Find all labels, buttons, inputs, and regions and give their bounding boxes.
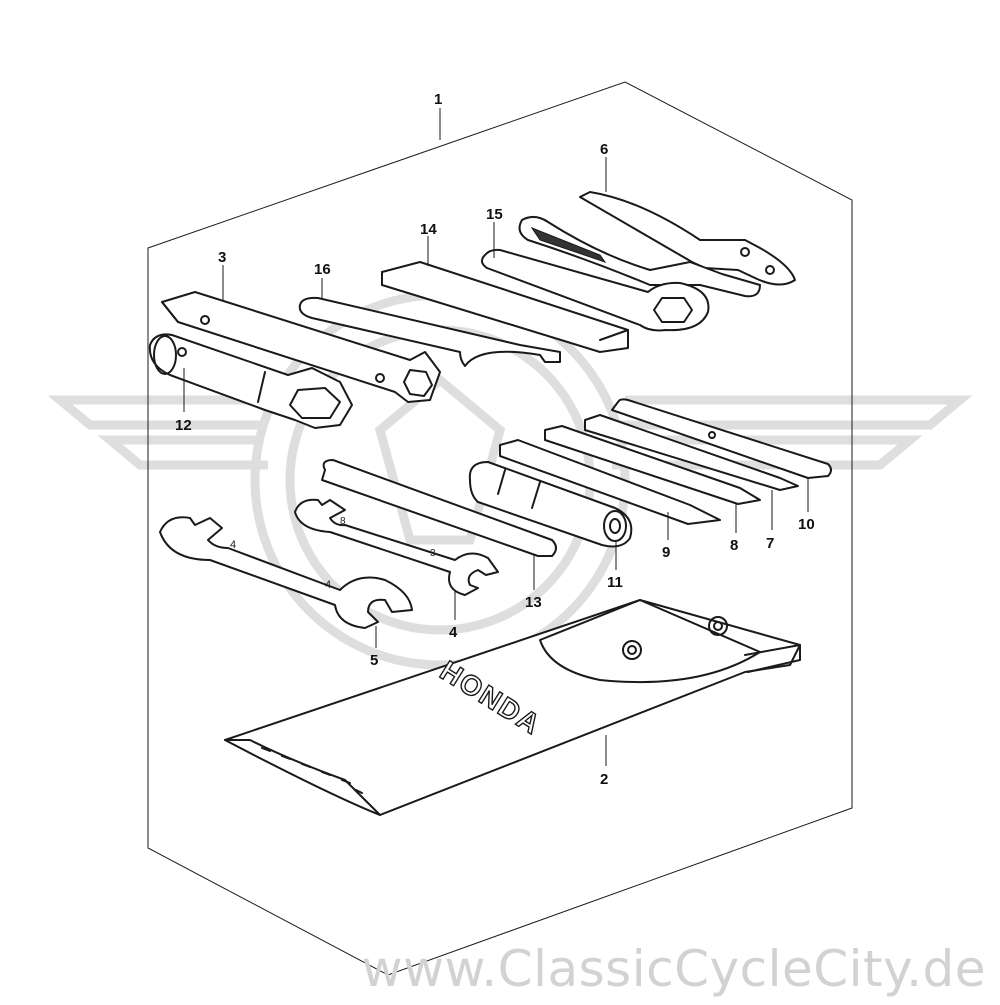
- hook-spanner: [298, 296, 561, 367]
- callout-12: 12: [175, 417, 192, 434]
- callout-8: 8: [730, 537, 738, 554]
- tool-pouch: HONDA: [224, 599, 801, 816]
- callout-14: 14: [420, 221, 437, 238]
- svg-text:4: 4: [230, 539, 236, 551]
- tommy-bar: [321, 459, 557, 557]
- pliers: [518, 191, 796, 298]
- pouch-stitching: [261, 747, 363, 794]
- callout-5: 5: [370, 652, 378, 669]
- callout-1: 1: [434, 91, 442, 108]
- open-end-wrench-large: 4 4: [159, 516, 413, 629]
- leader-lines: [183, 108, 809, 766]
- svg-text:8: 8: [340, 516, 346, 527]
- callout-2: 2: [600, 771, 608, 788]
- ring-spanner: [481, 248, 710, 332]
- large-box-spanner: [148, 333, 353, 429]
- screwdriver-blade-10: [611, 398, 832, 479]
- callout-15: 15: [486, 206, 503, 223]
- callout-9: 9: [662, 544, 670, 561]
- callout-13: 13: [525, 594, 542, 611]
- screwdriver-blade-7: [584, 414, 799, 491]
- svg-text:4: 4: [325, 579, 331, 591]
- flat-bar-tool: [381, 261, 629, 353]
- callout-3: 3: [218, 249, 226, 266]
- callout-4: 4: [449, 624, 458, 641]
- assembly-outline: [147, 81, 853, 976]
- callout-11: 11: [607, 574, 623, 591]
- callout-10: 10: [798, 516, 815, 533]
- callout-6: 6: [600, 141, 608, 158]
- screwdriver-blade-9: [499, 439, 721, 525]
- svg-text:3: 3: [430, 548, 436, 559]
- screwdriver-handle: [468, 461, 633, 548]
- callout-labels: 1 2 3 4 5 6 7 8 9 10 11 12 13 14 15 16: [175, 91, 815, 788]
- screwdriver-blade-8: [544, 425, 761, 505]
- site-watermark: www.ClassicCycleCity.de: [361, 940, 986, 998]
- open-end-wrench-small: 8 3: [294, 498, 499, 596]
- box-spanner: [161, 291, 441, 403]
- callout-7: 7: [766, 535, 774, 552]
- callout-16: 16: [314, 261, 331, 278]
